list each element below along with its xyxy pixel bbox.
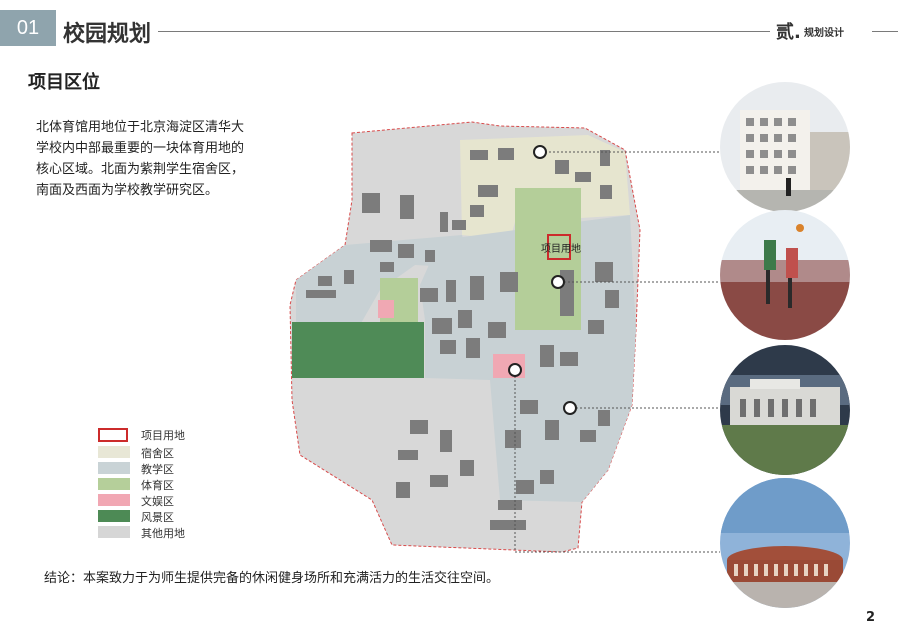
- description-text: 北体育馆用地位于北京海淀区清华大学校内中部最重要的一块体育用地的核心区域。北面为…: [36, 120, 245, 198]
- conclusion-text: 结论：本案致力于为师生提供完备的休闲健身场所和充满活力的生活交往空间。: [44, 571, 500, 586]
- stadium-photo: [720, 478, 850, 608]
- legend-item-dormitory: 宿舍区: [98, 446, 248, 460]
- page-title: 项目区位: [28, 72, 100, 93]
- legend-swatch: [98, 478, 130, 490]
- legend-swatch: [98, 428, 128, 442]
- entertainment-zone-2: [378, 300, 394, 318]
- legend-item-sports: 体育区: [98, 478, 248, 492]
- sports-hall-photo: [720, 345, 850, 475]
- chapter-number-box: [0, 10, 56, 46]
- marker-dormitory: [533, 145, 547, 159]
- marker-stadium: [508, 363, 522, 377]
- legend-label: 体育区: [141, 479, 174, 492]
- section-mark: 贰.: [776, 22, 801, 43]
- leader-lines: [514, 151, 720, 553]
- dormitory-zone: [460, 135, 630, 240]
- legend-item-entertainment: 文娱区: [98, 494, 248, 508]
- legend-label: 文娱区: [141, 495, 174, 508]
- legend-item-other: 其他用地: [98, 526, 248, 540]
- legend-label: 项目用地: [141, 429, 185, 442]
- header-rule: [158, 31, 770, 32]
- marker-basketball: [551, 275, 565, 289]
- dormitory-building-photo: [720, 82, 850, 212]
- legend-swatch: [98, 510, 130, 522]
- header-rule-right: [872, 31, 898, 32]
- project-site-outline: [547, 234, 571, 260]
- legend-swatch: [98, 446, 130, 458]
- legend-item-scenic: 风景区: [98, 510, 248, 524]
- legend-swatch: [98, 462, 130, 474]
- marker-hall: [563, 401, 577, 415]
- legend-label: 其他用地: [141, 527, 185, 540]
- scenic-zone: [292, 322, 424, 378]
- basketball-players-photo: [720, 210, 850, 340]
- project-site-label: 项目用地: [541, 244, 581, 255]
- section-title: 规划设计: [804, 28, 844, 39]
- page-number: 2: [866, 610, 876, 625]
- legend-item-teaching: 教学区: [98, 462, 248, 476]
- chapter-title: 校园规划: [63, 22, 152, 47]
- legend-label: 教学区: [141, 463, 174, 476]
- chapter-number: 01: [16, 17, 40, 39]
- legend-swatch: [98, 494, 130, 506]
- legend-swatch: [98, 526, 130, 538]
- building-blocks: [306, 148, 619, 530]
- legend-item-project: 项目用地: [98, 428, 248, 442]
- legend-label: 风景区: [141, 511, 174, 524]
- location-markers: [508, 145, 577, 415]
- legend-label: 宿舍区: [141, 447, 174, 460]
